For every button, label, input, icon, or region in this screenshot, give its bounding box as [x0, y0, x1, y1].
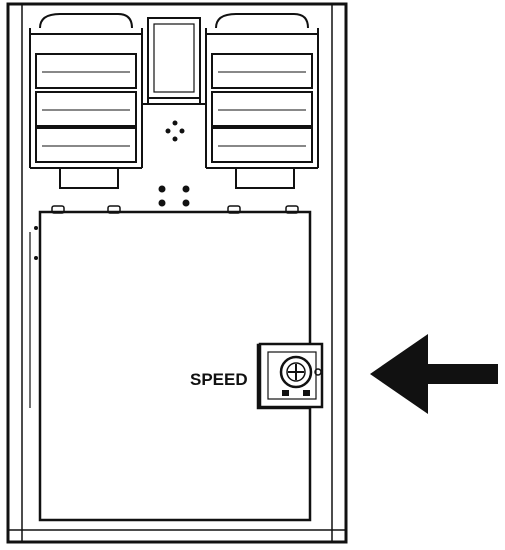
terminal-slot [211, 53, 313, 89]
board-cover [29, 210, 312, 522]
terminal-slot [35, 53, 137, 89]
terminal-slot [35, 91, 137, 127]
cover-screws [51, 205, 299, 214]
top-connector [142, 17, 206, 105]
arrow-left-icon [370, 334, 498, 414]
housing [6, 2, 348, 544]
terminal-slot [211, 127, 313, 163]
center-mounting-holes [158, 120, 190, 207]
terminal-slot [35, 127, 137, 163]
speed-potentiometer-icon[interactable] [258, 342, 324, 409]
speed-label: SPEED [190, 370, 248, 389]
terminal-slot [211, 91, 313, 127]
right-terminal-bank [205, 13, 319, 189]
left-terminal-bank [29, 13, 143, 189]
